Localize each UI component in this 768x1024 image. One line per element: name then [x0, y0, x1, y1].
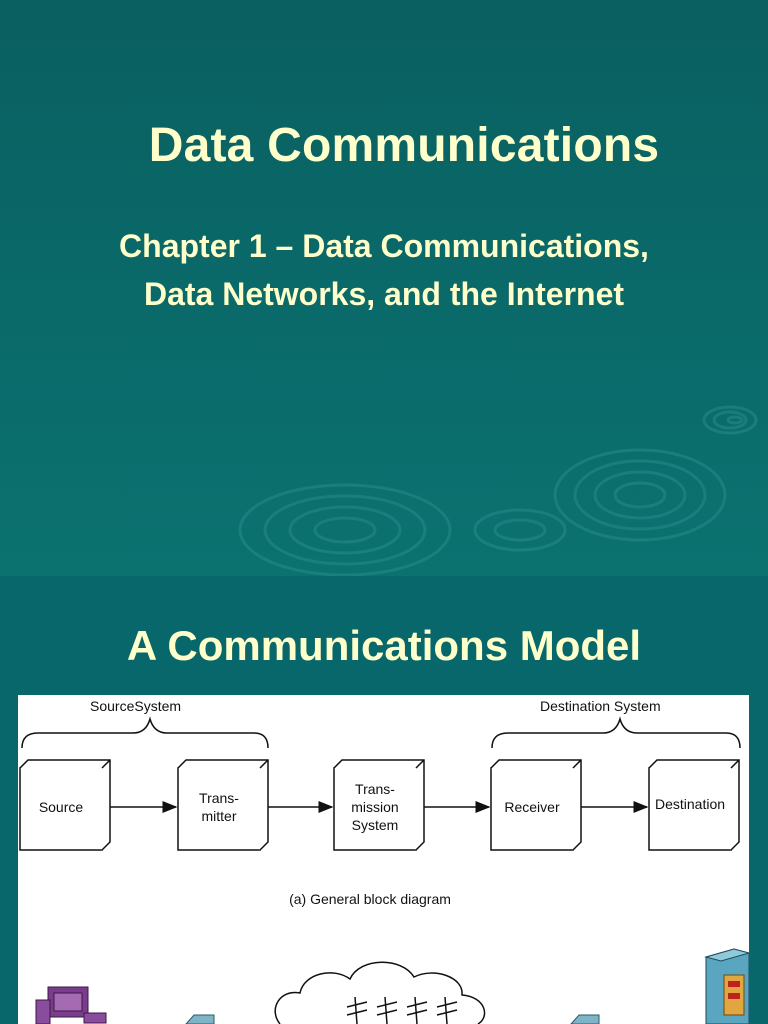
subtitle-line-1: Chapter 1 – Data Communications, — [119, 228, 649, 264]
subtitle-line-2: Data Networks, and the Internet — [143, 276, 625, 312]
destination-block-label: Destination — [655, 796, 725, 812]
slide-title: Data Communications — [148, 119, 660, 172]
workstation-icon — [35, 986, 107, 1024]
slide-title: A Communications Model — [126, 622, 642, 669]
communications-model-slide: A Communications Model SourceSystem Dest… — [0, 576, 768, 1024]
destination-system-label: Destination System — [540, 698, 661, 714]
block-diagram-figure: SourceSystem Destination System — [18, 695, 749, 1024]
slide-subtitle: Chapter 1 – Data Communications, Data Ne… — [0, 222, 768, 318]
transmitter-label-line1: Trans- — [199, 790, 239, 806]
server-icon — [704, 948, 749, 1024]
transmission-system-block — [333, 759, 425, 851]
modem-icon-right — [570, 1014, 600, 1024]
transmitter-label-line2: mitter — [202, 808, 237, 824]
source-system-label: SourceSystem — [90, 698, 181, 714]
transmission-label-line2: mission — [351, 799, 398, 815]
receiver-block — [490, 759, 582, 851]
transmission-label-line1: Trans- — [355, 781, 395, 797]
destination-block — [648, 759, 740, 851]
network-cloud-icon — [274, 961, 486, 1024]
modem-icon-left — [185, 1014, 215, 1024]
figure-caption: (a) General block diagram — [289, 891, 451, 907]
transmitter-block — [177, 759, 269, 851]
destination-system-brace — [491, 716, 741, 749]
source-block — [19, 759, 111, 851]
transmission-label-line3: System — [352, 817, 399, 833]
source-block-label: Source — [39, 799, 84, 815]
receiver-block-label: Receiver — [504, 799, 560, 815]
title-slide: Data Communications Chapter 1 – Data Com… — [0, 0, 768, 576]
source-system-brace — [21, 716, 269, 749]
ripple-decoration — [238, 405, 758, 576]
